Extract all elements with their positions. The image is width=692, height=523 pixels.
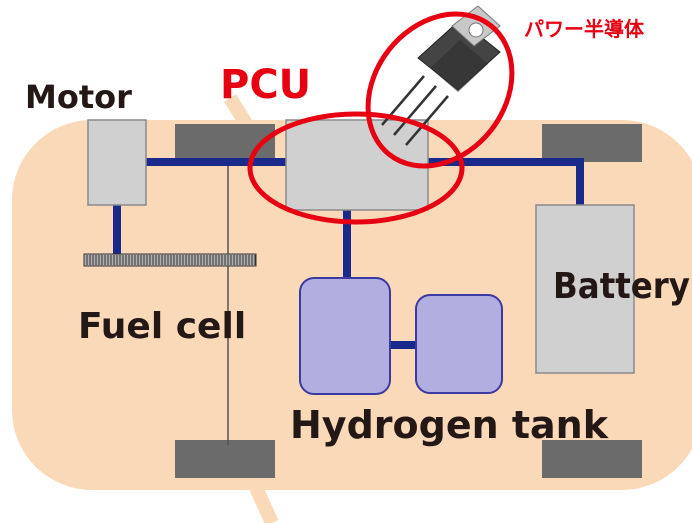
pcu-highlight-ellipse <box>247 111 465 225</box>
power-semiconductor-icon <box>381 5 501 146</box>
battery-label: Battery <box>553 266 690 307</box>
motor-label: Motor <box>25 78 132 116</box>
pcu-label: PCU <box>220 62 311 108</box>
hydrogen-tank-label: Hydrogen tank <box>290 403 609 447</box>
wheel-rear-right <box>542 440 642 478</box>
motor-box <box>87 119 147 206</box>
hydrogen-tank-large <box>299 277 391 395</box>
wheel-front-right <box>542 124 642 162</box>
car-body-tail <box>241 467 279 523</box>
fuel-cell-stack <box>83 253 257 267</box>
fuel-cell-label: Fuel cell <box>78 306 246 347</box>
hydrogen-tank-small <box>415 294 503 394</box>
power-semiconductor-label: パワー半導体 <box>524 17 645 41</box>
battery-box <box>535 204 635 374</box>
wheel-rear-left <box>175 440 275 478</box>
wheel-front-left <box>175 124 275 162</box>
